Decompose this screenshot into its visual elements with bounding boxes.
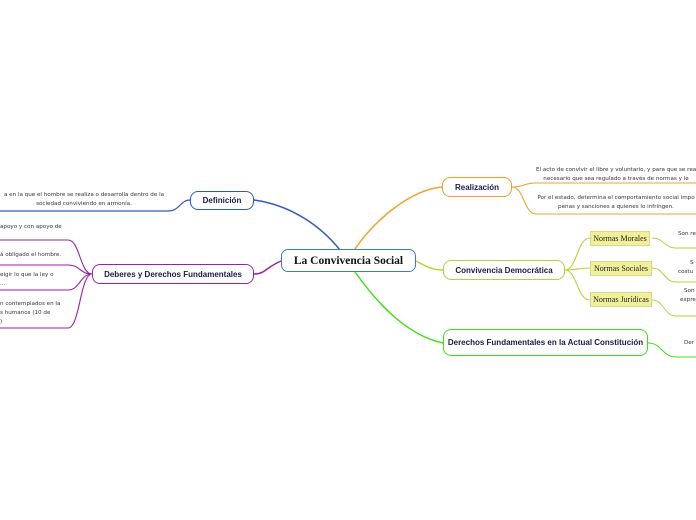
definicion-text: a en la que el hombre se realiza o desar… — [3, 192, 165, 207]
topic-realizacion[interactable]: Realización — [442, 177, 512, 197]
deberes-item-3: eigir lo que la ley o ... — [0, 272, 54, 287]
democratica-line-sociales — [564, 267, 591, 271]
democratica-line-morales — [564, 237, 591, 271]
sociales-text-line — [651, 267, 696, 283]
realizacion-item-2: Por el estado, determina el comportamien… — [537, 195, 695, 210]
deberes-item-1: apoyo y con apoyo de — [0, 224, 62, 230]
deberes-line-2 — [0, 264, 93, 275]
connector-definicion — [253, 199, 341, 251]
connector-derechos — [354, 271, 444, 344]
connector-deberes — [253, 260, 282, 275]
realizacion-line-2 — [511, 186, 696, 215]
realizacion-item-1: El acto de convivir el libre y voluntari… — [536, 167, 696, 182]
topic-definicion[interactable]: Definición — [190, 191, 254, 210]
topic-deberes-derechos[interactable]: Deberes y Derechos Fundamentales — [92, 264, 254, 284]
subtopic-normas-sociales[interactable]: Normas Sociales — [590, 261, 652, 276]
democratica-line-juridicas — [564, 269, 591, 301]
deberes-line-1 — [0, 239, 93, 275]
juridicas-text-line — [651, 299, 696, 317]
topic-derechos-fundamentales[interactable]: Derechos Fundamentales en la Actual Cons… — [443, 329, 648, 356]
normas-sociales-text: S costu — [678, 260, 694, 275]
deberes-line-3 — [0, 273, 93, 291]
subtopic-normas-juridicas[interactable]: Normas Jurídicas — [590, 292, 652, 307]
realizacion-line-1 — [511, 182, 696, 188]
connector-democratica — [415, 260, 444, 271]
normas-juridicas-text: Son expre — [680, 288, 696, 303]
derechos-text-line — [647, 342, 696, 358]
connector-realizacion — [354, 186, 443, 250]
central-topic[interactable]: La Convivencia Social — [281, 249, 416, 272]
subtopic-normas-morales[interactable]: Normas Morales — [590, 231, 650, 246]
deberes-line-4 — [0, 273, 93, 329]
topic-convivencia-democratica[interactable]: Convivencia Democrática — [443, 260, 565, 280]
morales-text-line — [651, 237, 696, 249]
definicion-text-line — [0, 199, 191, 212]
deberes-item-4: n contemplados en la s humanos (10 de ) — [0, 301, 61, 325]
normas-morales-text: Son re — [678, 231, 696, 237]
derechos-text: Der — [684, 340, 695, 346]
deberes-item-2: á obligado el hombre. — [0, 252, 62, 258]
